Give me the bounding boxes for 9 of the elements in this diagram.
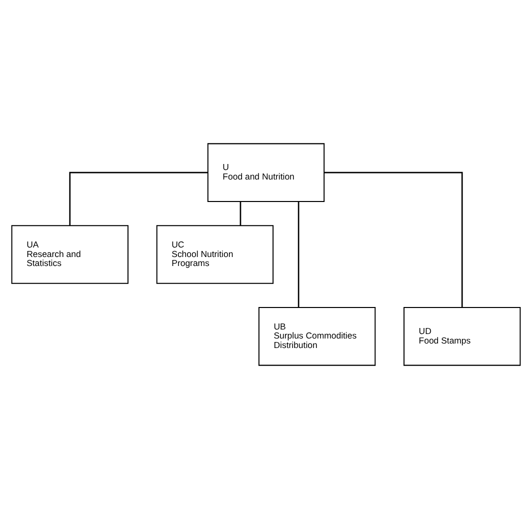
connector <box>298 200 300 308</box>
node-box: UC School Nutrition Programs <box>156 224 274 284</box>
connector <box>240 200 242 226</box>
connector <box>324 171 463 308</box>
node-box: UD Food Stamps <box>404 306 521 366</box>
connector <box>69 171 208 226</box>
node-box: UA Research and Statistics <box>11 224 128 284</box>
node-box: U Food and Nutrition <box>207 142 325 202</box>
node-box: UB Surplus Commodities Distribution <box>258 306 376 366</box>
